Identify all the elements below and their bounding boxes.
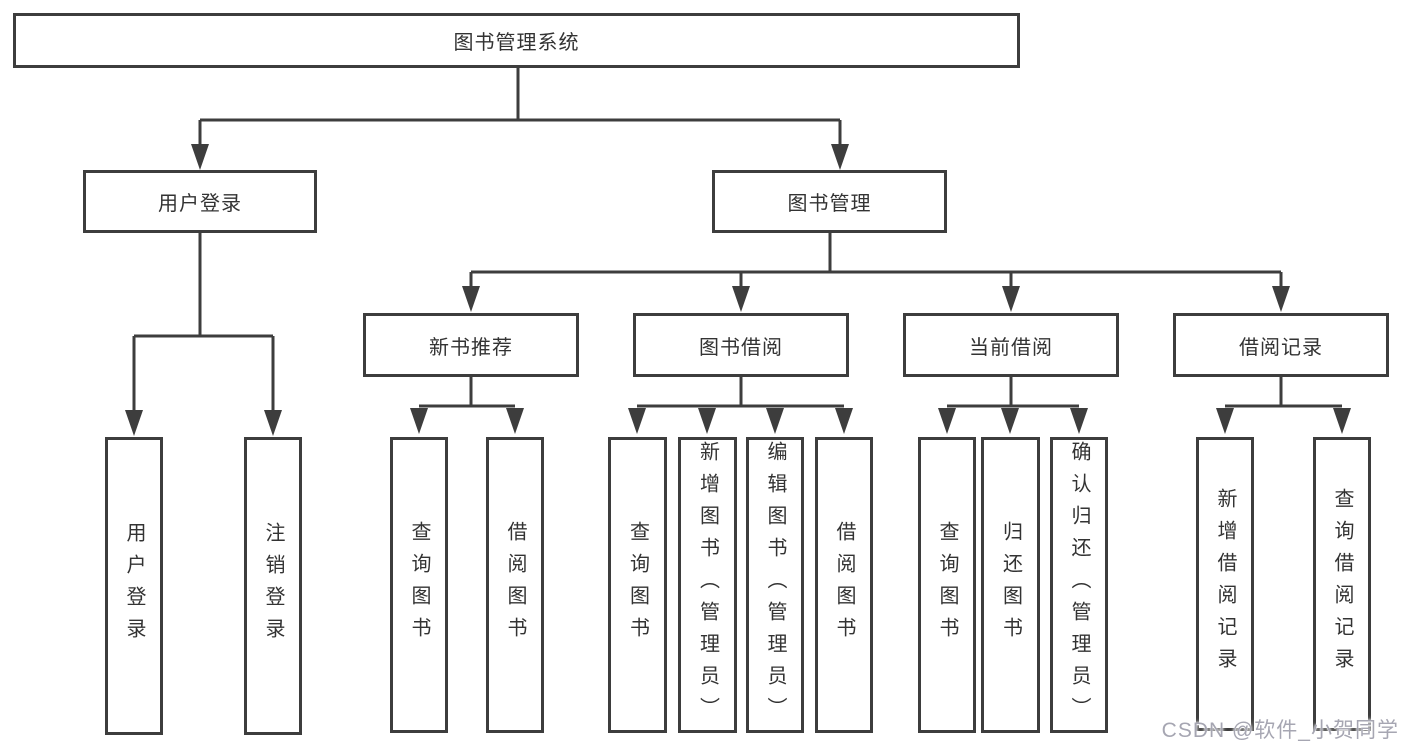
leaf-query-borrow-record: 查询借阅记录 xyxy=(1313,437,1371,731)
node-label: 注销登录 xyxy=(262,522,284,650)
node-book-management: 图书管理 xyxy=(712,170,947,233)
leaf-confirm-return-admin: 确认归还（管理员） xyxy=(1050,437,1108,733)
node-book-borrow: 图书借阅 xyxy=(633,313,849,377)
node-label: 借阅图书 xyxy=(504,521,526,649)
node-label: 新增图书（管理员） xyxy=(696,441,719,729)
csdn-watermark: CSDN @软件_小贺同学 xyxy=(1161,719,1399,742)
leaf-query-books-recommend: 查询图书 xyxy=(390,437,448,733)
node-borrow-records: 借阅记录 xyxy=(1173,313,1389,377)
arrowhead-icons xyxy=(125,144,1351,436)
node-label: 当前借阅 xyxy=(969,336,1053,359)
leaf-add-borrow-record: 新增借阅记录 xyxy=(1196,437,1254,731)
node-label: 新增借阅记录 xyxy=(1214,488,1236,680)
leaf-query-books-current: 查询图书 xyxy=(918,437,976,733)
leaf-edit-book-admin: 编辑图书（管理员） xyxy=(746,437,804,733)
node-label: 编辑图书（管理员） xyxy=(764,441,786,729)
node-label: 确认归还（管理员） xyxy=(1068,441,1090,729)
node-library-management-system: 图书管理系统 xyxy=(13,13,1020,68)
node-label: 图书管理系统 xyxy=(453,32,580,54)
node-label: 用户登录 xyxy=(158,193,242,215)
leaf-user-login: 用户登录 xyxy=(105,437,163,735)
node-label: 新书推荐 xyxy=(429,336,513,359)
node-current-borrow: 当前借阅 xyxy=(903,313,1119,377)
leaf-borrow-books: 借阅图书 xyxy=(815,437,873,733)
node-new-book-recommend: 新书推荐 xyxy=(363,313,579,377)
leaf-borrow-books-recommend: 借阅图书 xyxy=(486,437,544,733)
leaf-return-book: 归还图书 xyxy=(981,437,1040,733)
node-label: 图书管理 xyxy=(787,193,872,215)
node-label: 归还图书 xyxy=(999,521,1022,649)
leaf-add-book-admin: 新增图书（管理员） xyxy=(678,437,737,733)
node-label: 查询图书 xyxy=(408,521,430,649)
node-label: 借阅图书 xyxy=(833,521,855,649)
node-user-login: 用户登录 xyxy=(83,170,317,233)
node-label: 借阅记录 xyxy=(1239,336,1323,359)
node-label: 查询图书 xyxy=(626,521,649,649)
node-label: 查询借阅记录 xyxy=(1331,488,1353,680)
node-label: 查询图书 xyxy=(936,521,958,649)
leaf-logout-login: 注销登录 xyxy=(244,437,302,735)
node-label: 图书借阅 xyxy=(699,336,783,359)
node-label: 用户登录 xyxy=(123,522,145,650)
leaf-query-books-borrow: 查询图书 xyxy=(608,437,667,733)
